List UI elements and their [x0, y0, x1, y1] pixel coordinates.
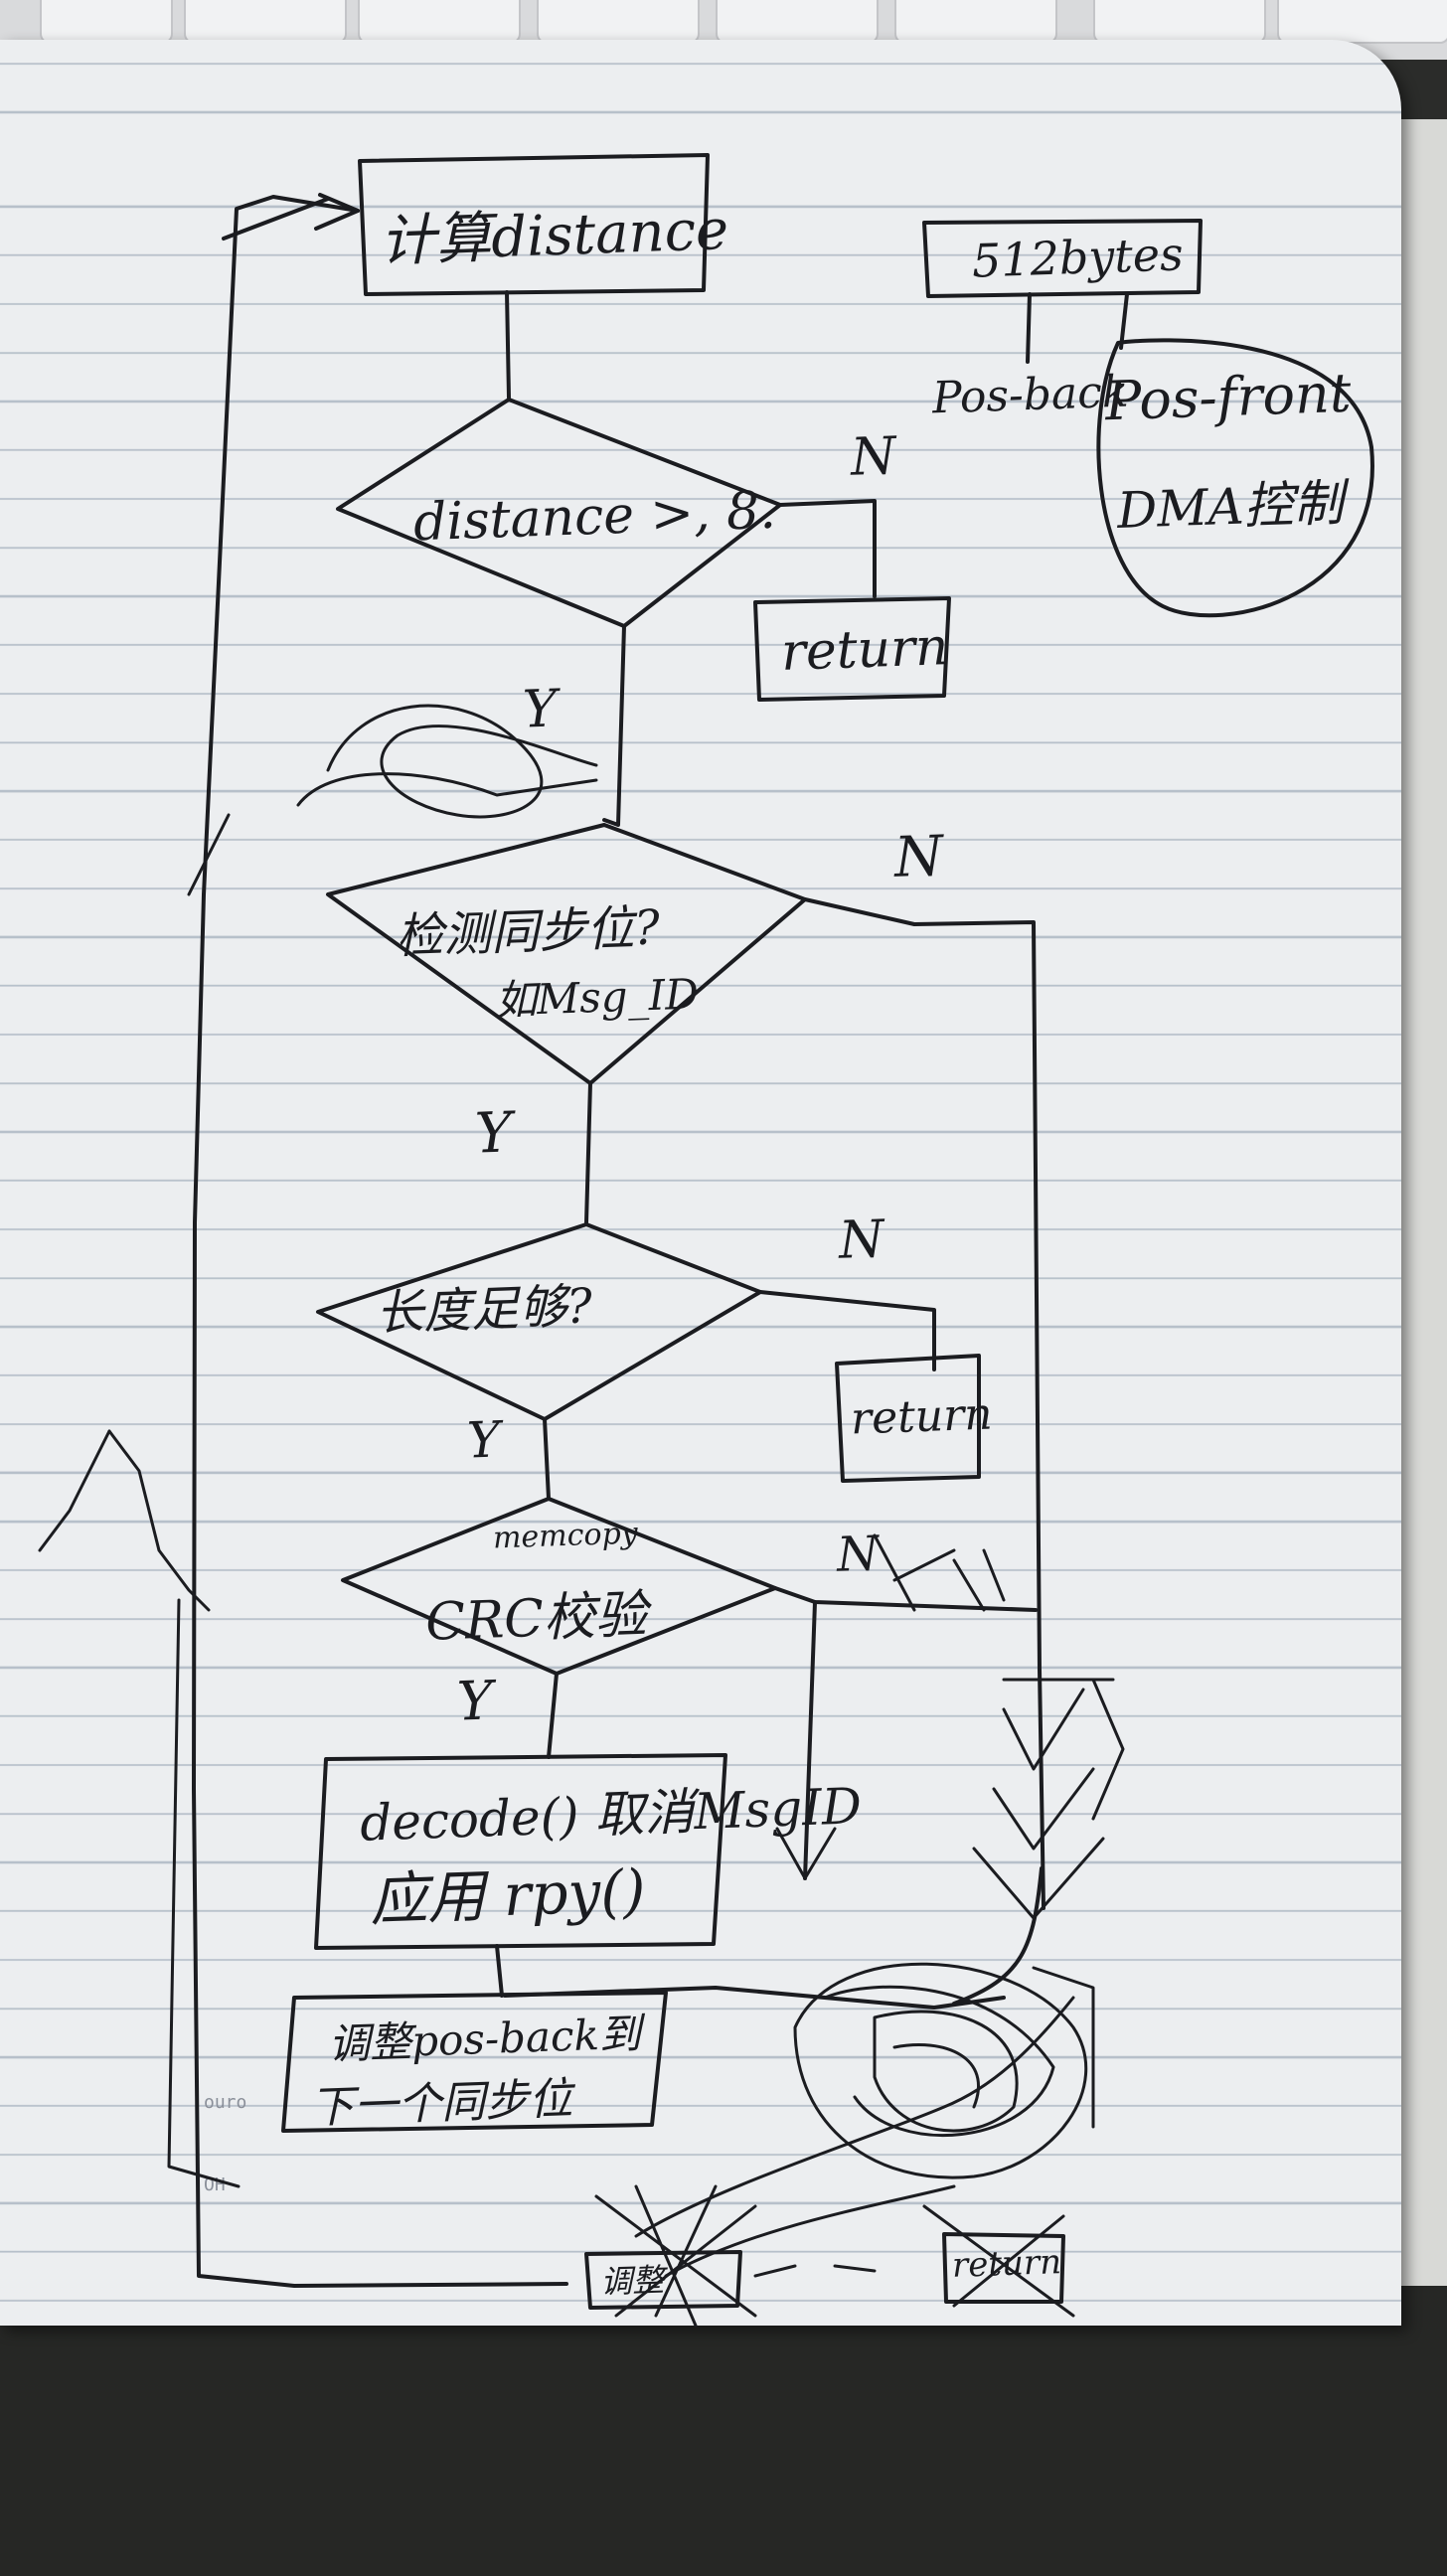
crossed-box-right [942, 2232, 1065, 2304]
decision-sync-label: 检测同步位? [395, 899, 661, 965]
keyboard-key [358, 0, 521, 44]
desk [0, 2286, 1447, 2576]
page-margin-mark: ouro [204, 2092, 247, 2113]
adjust-box-line1: 调整pos-back到 [327, 2009, 642, 2069]
adjust-box-line2: 下一个同步位 [309, 2073, 573, 2134]
return-label: return [780, 617, 950, 683]
dma-control-label: DMA控制 [1116, 474, 1345, 540]
notebook-page: ouro OH [0, 40, 1401, 2326]
dma-circle [1096, 338, 1374, 618]
keyboard-key [184, 0, 347, 44]
loop-back-line [192, 195, 568, 2288]
branch-label-y: Y [521, 679, 559, 740]
start-box-label: 计算distance [379, 197, 730, 275]
branch-label-n: N [836, 1526, 880, 1583]
branch-label-n: N [892, 824, 945, 890]
start-box-outline [358, 153, 710, 296]
branch-label-n: N [849, 426, 897, 488]
decode-box-outline [314, 1753, 727, 1950]
branch-label-y: Y [473, 1100, 514, 1167]
keyboard [0, 0, 1447, 60]
pos-back-label: Pos-back [931, 366, 1130, 424]
decode-box-line2: 应用 rpy() [369, 1856, 647, 1934]
branch-label-y: Y [465, 1410, 502, 1470]
return-label: return [850, 1388, 994, 1445]
return-box-1-outline [753, 596, 951, 702]
keyboard-key [1277, 0, 1447, 44]
decision-sync-sublabel: 如Msg_ID [494, 969, 700, 1026]
keyboard-key [40, 0, 173, 44]
branch-label-n: N [837, 1209, 885, 1271]
pos-front-label: Pos-front [1103, 361, 1353, 433]
memcopy-note: memcopy [492, 1516, 639, 1556]
decision-crc-label: CRC校验 [424, 1585, 648, 1653]
branch-label-y: Y [455, 1669, 494, 1733]
decision-distance-label: distance >, 8. [412, 480, 777, 554]
keyboard-key [716, 0, 879, 44]
crossed-box-right-label: return [951, 2242, 1062, 2286]
crossed-box-left-label: 调整 [599, 2260, 665, 2302]
crossed-box-left [584, 2250, 742, 2310]
keyboard-key [537, 0, 700, 44]
scribble-blob [793, 1962, 1087, 2179]
buffer-box-label: 512bytes [971, 227, 1185, 288]
buffer-box-outline [922, 219, 1203, 298]
return-box-2-outline [835, 1354, 981, 1483]
decision-length-label: 长度足够? [375, 1278, 593, 1342]
